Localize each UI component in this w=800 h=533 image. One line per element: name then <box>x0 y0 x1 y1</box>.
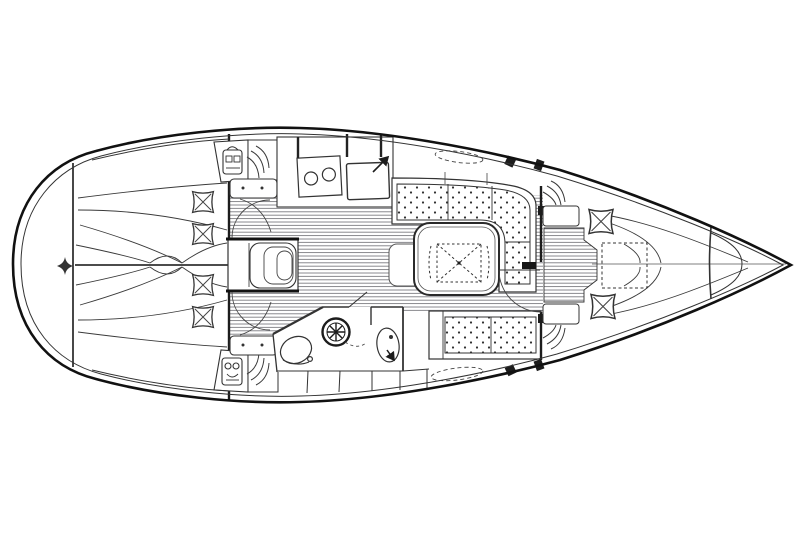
shower-drain-icon <box>321 317 351 347</box>
sheer-line-aft-top <box>91 138 230 161</box>
forward-shelf <box>542 205 580 227</box>
shelf-arcs-icon <box>246 145 270 179</box>
forward-step-band <box>543 227 598 303</box>
centerline-star-icon <box>57 257 73 275</box>
table-folding-leaf-dashed <box>428 243 490 283</box>
v-berth-pillow <box>588 208 614 235</box>
toilet-icon <box>279 335 314 365</box>
galley <box>276 134 394 208</box>
saloon-table <box>413 222 500 296</box>
aft-berth-pillow <box>191 222 215 246</box>
galley-sink-icon <box>345 155 391 201</box>
companionway-seat <box>229 178 278 199</box>
aft-cabin <box>57 163 228 367</box>
head-wall-diagonal <box>272 306 324 335</box>
anchor-locker-bulkhead <box>708 226 712 300</box>
door-swing-arc <box>231 199 271 239</box>
forward-shelf <box>542 303 580 325</box>
door-latch <box>522 262 536 269</box>
infill-cushion-dashed <box>601 242 648 289</box>
settee-cushion <box>396 183 531 285</box>
hull-locker-row <box>306 368 430 394</box>
door-swing-arc <box>239 301 272 336</box>
forward-cabin <box>542 180 786 350</box>
chainplate-mark <box>538 206 546 215</box>
faucet-arrow <box>372 155 390 173</box>
stove-icon <box>296 155 343 198</box>
head-door-leaf <box>348 291 368 308</box>
locker-appliance-icon-bottom <box>221 357 243 386</box>
settee-cushion <box>444 316 537 354</box>
locker-appliance-icon-top <box>222 146 243 175</box>
v-berth-pillow <box>590 293 616 320</box>
hull-inner-line <box>20 133 785 397</box>
grab-rail-oval <box>434 150 484 164</box>
overhead-locker-dividers <box>296 134 383 158</box>
shower-door-dashed-arc <box>344 341 367 347</box>
anchor-locker-pocket <box>710 232 743 296</box>
hull-outer-line <box>11 126 794 404</box>
aft-berth-pillow <box>191 273 215 297</box>
shelf-arcs-icon <box>542 180 566 350</box>
saloon-table-group <box>388 222 500 296</box>
aft-berth-pillow <box>191 305 215 329</box>
aft-berth-pillow <box>191 190 215 214</box>
companionway-seat <box>229 335 278 356</box>
faucet-arrow <box>385 349 395 362</box>
washbasin-icon <box>376 327 400 363</box>
companionway-steps-engine-box <box>226 199 299 331</box>
door-swing-arc <box>498 269 542 313</box>
starboard-corner-locker <box>213 301 279 393</box>
sheer-line-aft-bottom <box>91 369 230 392</box>
door-swing-arc <box>239 198 272 233</box>
hull-outline <box>11 126 794 404</box>
chainplate-mark <box>538 314 546 323</box>
port-corner-locker <box>213 139 279 233</box>
v-berth-quilting <box>599 213 749 317</box>
door-swing-arc <box>231 291 271 331</box>
companionway-steps <box>249 242 297 289</box>
straight-settee <box>428 310 542 360</box>
grab-rail-oval <box>430 366 484 382</box>
forward-bulkhead <box>498 158 546 372</box>
